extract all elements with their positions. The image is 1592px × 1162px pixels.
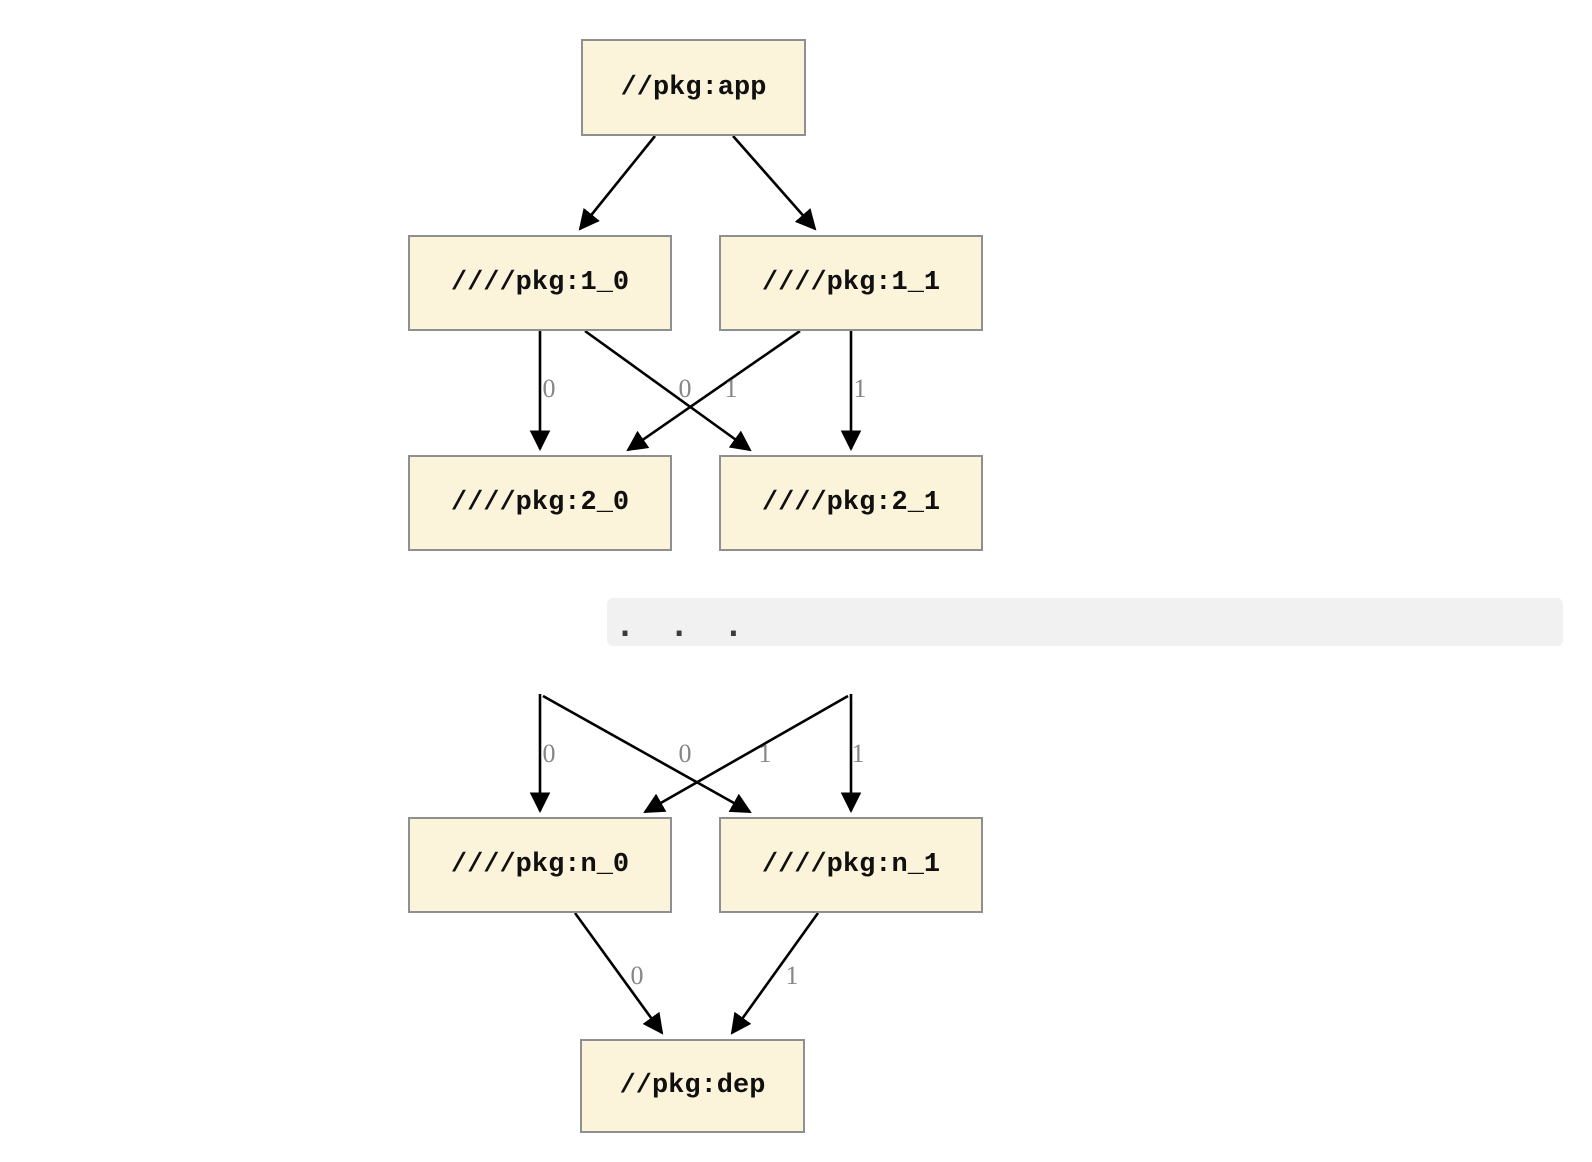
node-n_1: ////pkg:n_1	[719, 817, 983, 913]
edge-n_1-to-dep	[730, 912, 820, 1035]
edge-label-n_1-dep: 1	[785, 961, 799, 990]
edge-label-ellipsis-n_1-right: 1	[851, 739, 865, 768]
edge-label-1_1-2_1: 1	[853, 374, 867, 403]
edge-1_1-to-2_0	[626, 329, 801, 452]
node-2_1-label: ////pkg:2_1	[761, 488, 941, 518]
edge-label-ellipsis-n_0-right: 0	[678, 739, 692, 768]
node-dep: //pkg:dep	[580, 1039, 805, 1133]
node-1_1: ////pkg:1_1	[719, 235, 983, 331]
edge-label-ellipsis-n_0-left: 0	[542, 739, 556, 768]
node-app: //pkg:app	[581, 39, 806, 136]
node-2_0: ////pkg:2_0	[408, 455, 672, 551]
edge-label-1_1-2_0: 0	[678, 374, 692, 403]
node-n_0: ////pkg:n_0	[408, 817, 672, 913]
edge-label-1_0-2_0: 0	[542, 374, 556, 403]
edge-label-ellipsis-n_1-left: 1	[758, 739, 772, 768]
node-1_0-label: ////pkg:1_0	[450, 268, 630, 298]
ellipsis-dots: . . .	[616, 609, 743, 644]
edge-n_0-to-dep	[573, 912, 664, 1035]
node-n_1-label: ////pkg:n_1	[761, 850, 941, 880]
edge-ellipsis-left-to-n_1	[542, 694, 752, 814]
node-dep-label: //pkg:dep	[619, 1071, 766, 1101]
node-2_1: ////pkg:2_1	[719, 455, 983, 551]
ellipsis-band: . . .	[607, 598, 1563, 646]
edge-app-to-1_0	[578, 135, 657, 231]
node-1_1-label: ////pkg:1_1	[761, 268, 941, 298]
node-2_0-label: ////pkg:2_0	[450, 488, 630, 518]
node-app-label: //pkg:app	[620, 72, 767, 103]
node-1_0: ////pkg:1_0	[408, 235, 672, 331]
edge-ellipsis-right-to-n_0	[643, 694, 849, 814]
edge-label-1_0-2_1: 1	[724, 374, 738, 403]
edge-app-to-1_1	[732, 135, 817, 231]
node-n_0-label: ////pkg:n_0	[450, 850, 630, 880]
edge-label-n_0-dep: 0	[630, 961, 644, 990]
